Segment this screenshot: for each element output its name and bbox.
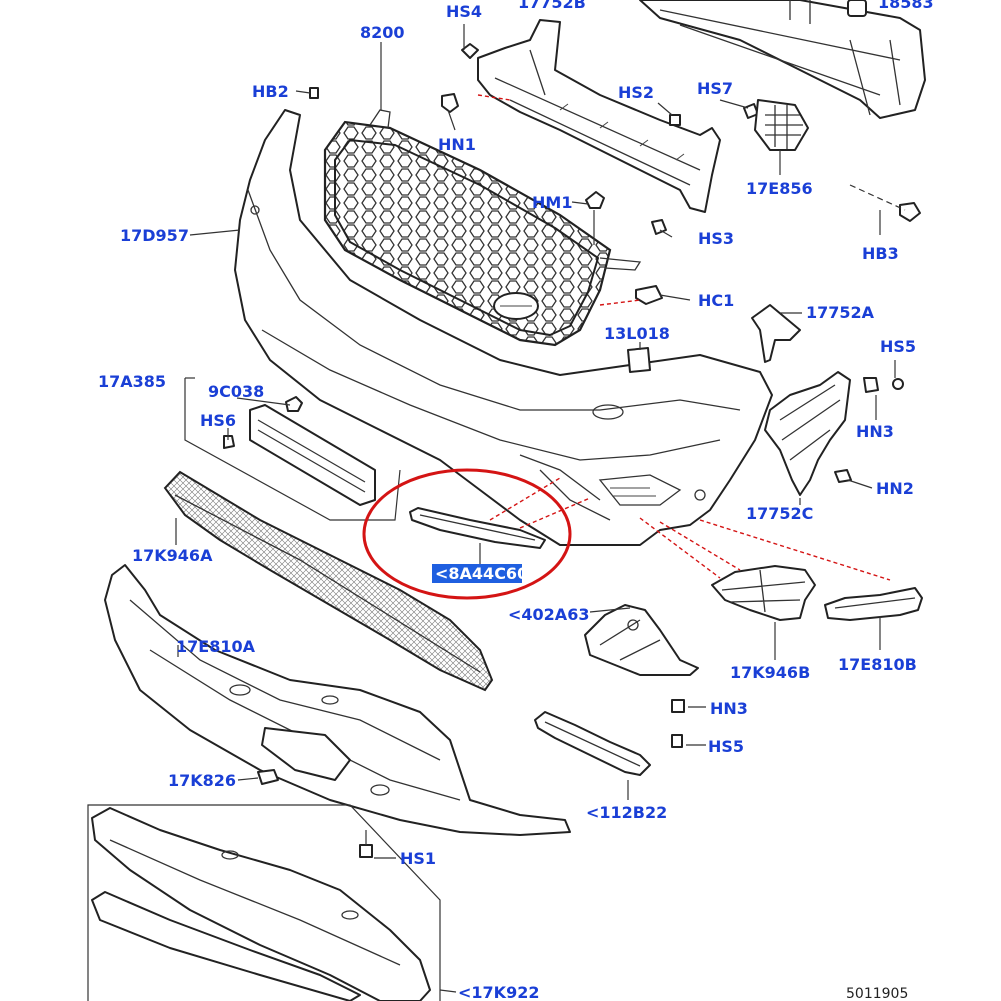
label-hs1: HS1 (400, 849, 436, 868)
label-17e810a: 17E810A (176, 637, 256, 656)
label-hc1: HC1 (698, 291, 734, 310)
label-hs3: HS3 (698, 229, 734, 248)
upper-crossmember (477, 19, 721, 213)
label-hn3-right: HN3 (856, 422, 894, 441)
label-18583: 18583 (878, 0, 934, 12)
label-17752a: 17752A (806, 303, 875, 322)
label-17k826: 17K826 (168, 771, 236, 790)
highlight-ring (362, 468, 572, 600)
label-17k946b: 17K946B (730, 663, 810, 682)
label-hn3-lower: HN3 (710, 699, 748, 718)
label-17e856: 17E856 (746, 179, 813, 198)
lower-grille-mesh (163, 470, 494, 692)
corner-trim (824, 587, 923, 621)
plate-plinth-group (184, 377, 401, 521)
label-hb2: HB2 (252, 82, 289, 101)
label-17752c: 17752C (746, 504, 813, 523)
fasteners (309, 43, 921, 858)
label-hn1: HN1 (438, 135, 476, 154)
front-beam (639, 0, 926, 119)
label-17e810b: 17E810B (838, 655, 917, 674)
label-17k946a: 17K946A (132, 546, 213, 565)
label-17a385: 17A385 (98, 372, 166, 391)
under-tray (104, 564, 571, 836)
label-hn2: HN2 (876, 479, 914, 498)
red-guide-lines (477, 94, 891, 581)
label-17d957: 17D957 (120, 226, 189, 245)
label-17752b: 17752B (518, 0, 586, 12)
highlight-box (432, 564, 522, 583)
label-hm1: HM1 (532, 193, 572, 212)
label-hs5-lower: HS5 (708, 737, 744, 756)
label-17k922: <17K922 (458, 983, 539, 1001)
callout-labels: HS4 17752B 18583 8200 HB2 HN1 HS2 HS7 17… (98, 0, 934, 1001)
label-13l018: 13L018 (604, 324, 670, 343)
side-brackets (751, 304, 904, 496)
tow-bracket (584, 604, 699, 676)
right-fog-bezel (711, 565, 816, 621)
label-hs2: HS2 (618, 83, 654, 102)
label-402a63: <402A63 (508, 605, 589, 624)
label-hs7: HS7 (697, 79, 733, 98)
label-highlighted-part: <8A44C60 (435, 564, 528, 583)
label-112b22: <112B22 (586, 803, 667, 822)
diagram-reference-number: 5011905 (846, 986, 908, 1001)
label-hs5-right: HS5 (880, 337, 916, 356)
bumper-cover (234, 109, 773, 546)
label-hs6: HS6 (200, 411, 236, 430)
fog-lamp-bezel (409, 507, 546, 549)
grille (323, 109, 642, 347)
label-8200: 8200 (360, 23, 405, 42)
skid-plate-group (87, 804, 441, 1001)
label-hb3: HB3 (862, 244, 899, 263)
label-hs4: HS4 (446, 2, 482, 21)
label-9c038: 9C038 (208, 382, 264, 401)
leader-lines (175, 24, 896, 993)
lower-trim-strip (534, 711, 651, 776)
